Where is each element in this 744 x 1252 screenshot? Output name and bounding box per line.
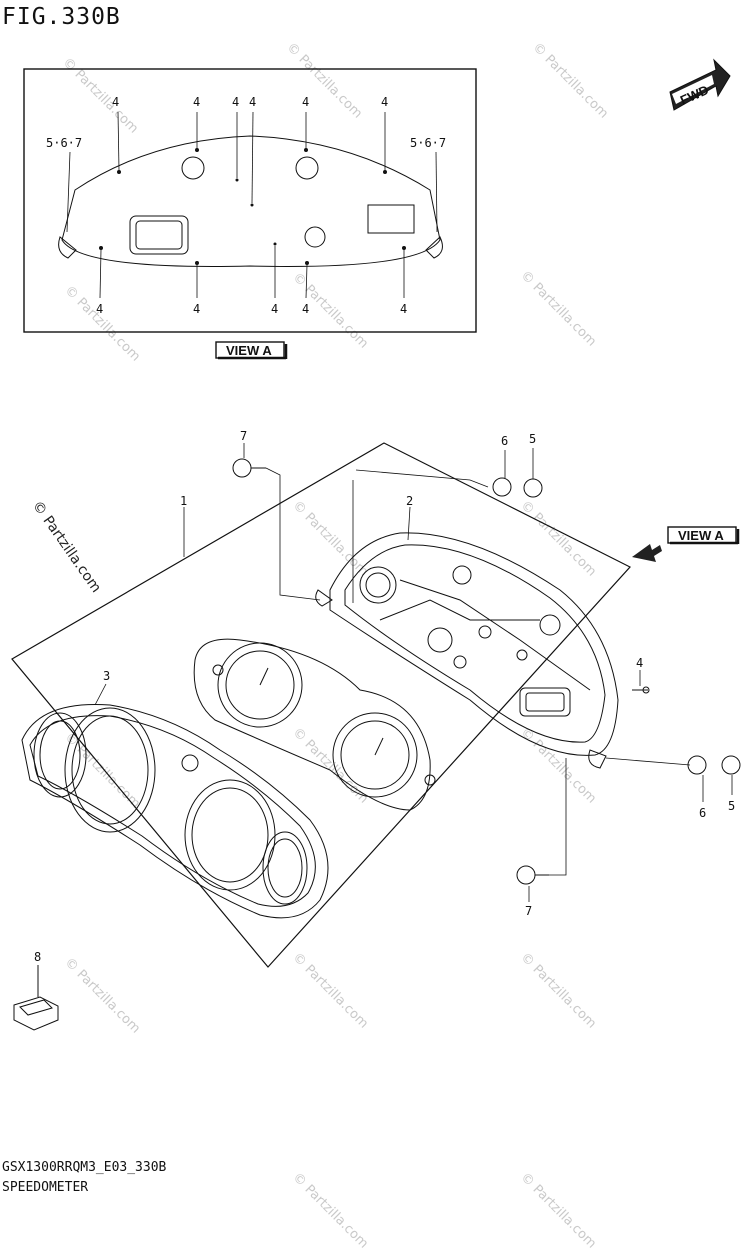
view-a-label-box: VIEW A bbox=[215, 341, 288, 360]
callout-4: 4 bbox=[193, 302, 200, 316]
svg-text:VIEW A: VIEW A bbox=[678, 528, 724, 543]
callout-8: 8 bbox=[34, 950, 41, 964]
callout-4: 4 bbox=[193, 95, 200, 109]
fasteners bbox=[232, 458, 741, 885]
part-3-bezel bbox=[21, 703, 329, 919]
main-leader-lines bbox=[94, 443, 733, 902]
fwd-arrow-icon: FWD bbox=[669, 58, 731, 111]
callout-4: 4 bbox=[302, 302, 309, 316]
view-a-frame bbox=[23, 68, 477, 333]
main-callouts: 1 2 3 4 5 6 7 8 5 6 7 bbox=[34, 429, 735, 964]
callout-4: 4 bbox=[271, 302, 278, 316]
section-name: SPEEDOMETER bbox=[2, 1180, 89, 1195]
callout-7: 7 bbox=[240, 429, 247, 443]
view-a-leader-lines bbox=[66, 111, 438, 299]
callout-4: 4 bbox=[636, 656, 643, 670]
model-code: GSX1300RRQM3_E03_330B bbox=[2, 1160, 167, 1175]
callout-2: 2 bbox=[406, 494, 413, 508]
callout-4: 4 bbox=[249, 95, 256, 109]
view-a-callouts: 4 4 4 4 4 4 5·6·7 5·6·7 4 4 4 4 4 bbox=[46, 95, 446, 316]
callout-4: 4 bbox=[302, 95, 309, 109]
callout-6: 6 bbox=[501, 434, 508, 448]
callout-1: 1 bbox=[180, 494, 187, 508]
callout-6: 6 bbox=[699, 806, 706, 820]
callout-3: 3 bbox=[103, 669, 110, 683]
figure-title: FIG.330B bbox=[2, 4, 121, 30]
callout-5-6-7: 5·6·7 bbox=[410, 136, 446, 150]
callout-4: 4 bbox=[400, 302, 407, 316]
view-a-label: VIEW A bbox=[226, 343, 272, 358]
callout-5: 5 bbox=[728, 799, 735, 813]
part-2-rear-housing bbox=[315, 532, 619, 769]
view-a-holes bbox=[99, 148, 406, 265]
callout-5-6-7: 5·6·7 bbox=[46, 136, 82, 150]
meter-dial-plate bbox=[193, 638, 436, 811]
callout-7: 7 bbox=[525, 904, 532, 918]
part-8-connector bbox=[13, 965, 59, 1031]
callout-4: 4 bbox=[96, 302, 103, 316]
callout-4: 4 bbox=[112, 95, 119, 109]
view-a-pointer: VIEW A bbox=[632, 526, 740, 562]
callout-4: 4 bbox=[232, 95, 239, 109]
callout-5: 5 bbox=[529, 432, 536, 446]
parts-diagram: FWD 4 4 4 4 bbox=[11, 58, 741, 1031]
callout-4: 4 bbox=[381, 95, 388, 109]
view-a-housing bbox=[58, 135, 443, 267]
